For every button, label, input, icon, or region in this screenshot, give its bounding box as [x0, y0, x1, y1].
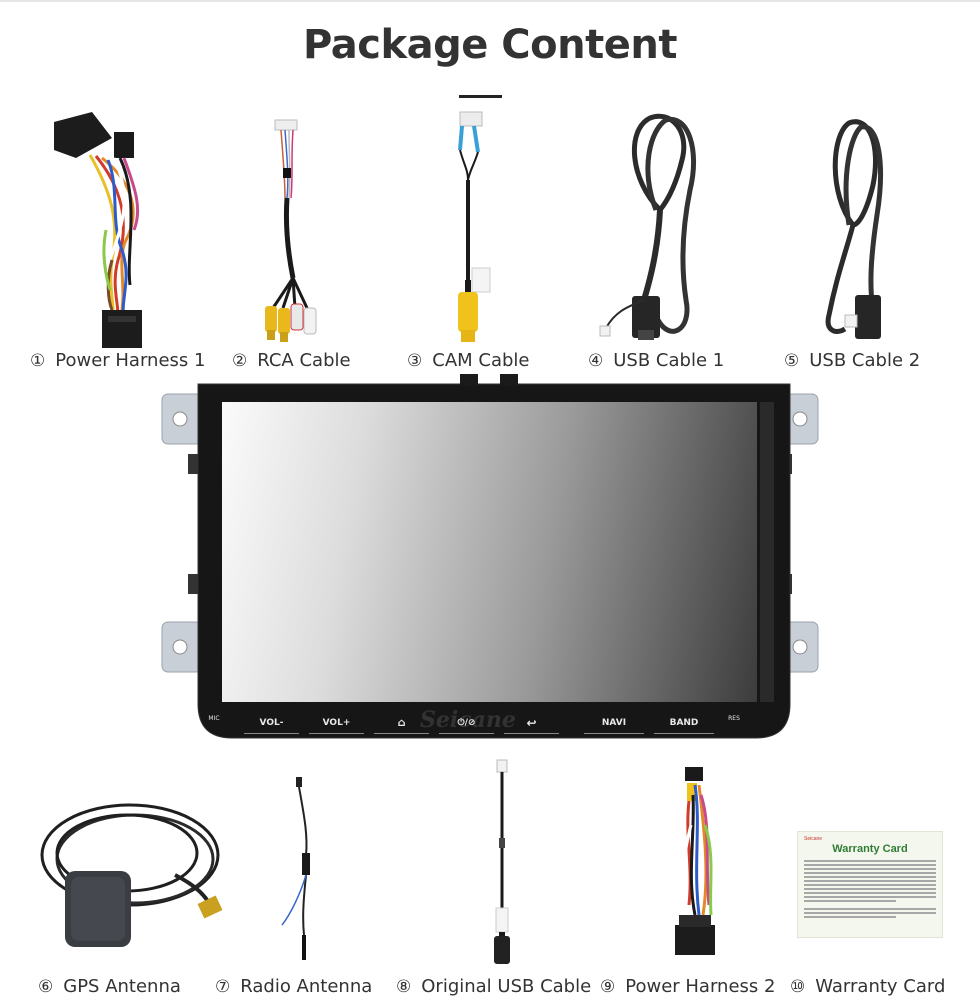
vol-down-button[interactable]: VOL- — [244, 712, 299, 734]
back-icon[interactable]: ↩ — [504, 712, 559, 734]
card-title-text: Warranty Card — [832, 843, 908, 855]
cam-cable-image — [448, 110, 503, 348]
res-label: RES — [728, 715, 740, 722]
gps-antenna-image — [35, 795, 235, 955]
power-mute-icon[interactable]: ⏻/⊘ — [439, 712, 494, 734]
power-harness-2-image — [665, 765, 725, 960]
head-unit-image: Seicane MIC VOL- VOL+ ⌂ ⏻/⊘ ↩ NAVI BAND … — [160, 374, 820, 742]
band-button[interactable]: BAND — [654, 712, 714, 734]
display-screen — [222, 402, 757, 702]
mic-label: MIC — [208, 715, 220, 722]
home-icon[interactable]: ⌂ — [374, 712, 429, 734]
original-usb-cable-image — [488, 758, 518, 968]
usb-cable-1-image — [599, 110, 705, 345]
rca-cable-image — [255, 118, 325, 346]
card-body-text-lines — [804, 860, 936, 918]
card-brand-text: Seicane — [804, 836, 823, 842]
top-divider — [0, 0, 980, 2]
power-harness-1-image — [50, 110, 150, 355]
vol-up-button[interactable]: VOL+ — [309, 712, 364, 734]
head-unit-button-bar: MIC VOL- VOL+ ⌂ ⏻/⊘ ↩ NAVI BAND RES — [204, 708, 772, 736]
radio-antenna-image — [280, 775, 330, 965]
navi-button[interactable]: NAVI — [584, 712, 644, 734]
usb-cable-2-image — [815, 115, 890, 347]
page-title: Package Content — [303, 22, 677, 68]
watermark-text: Seicane — [420, 707, 516, 733]
title-underline — [459, 95, 502, 98]
warranty-card-image: Seicane Warranty Card — [797, 831, 943, 938]
